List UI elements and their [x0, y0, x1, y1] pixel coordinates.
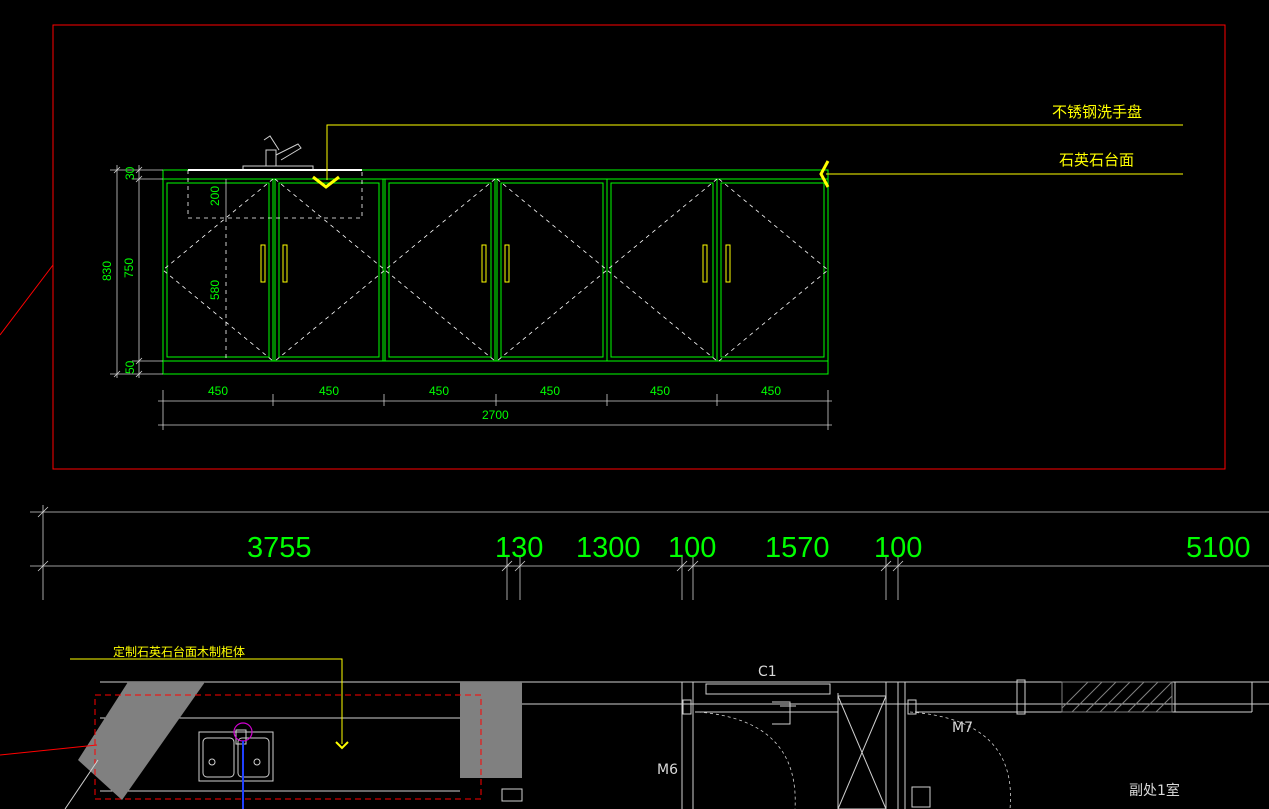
label-countertop: 石英石台面 — [1059, 151, 1134, 169]
plan-dim-1: 3755 — [247, 532, 312, 564]
dim-height-top: 30 — [123, 166, 137, 180]
sink-arrow-icon — [312, 175, 340, 189]
faucet-icon — [242, 135, 314, 171]
plan-dim-2: 130 — [495, 532, 543, 564]
dim-total-width: 2700 — [482, 408, 509, 422]
door-handles — [260, 244, 731, 283]
plan-dim-4: 100 — [668, 532, 716, 564]
label-sink: 不锈钢洗手盘 — [1052, 103, 1142, 121]
dim-width-4: 450 — [540, 384, 560, 398]
door-swing-lines — [162, 170, 829, 362]
dim-width-1: 450 — [208, 384, 228, 398]
plan-cabinet-label: 定制石英石台面木制柜体 — [113, 644, 245, 659]
plan-dimension-strip — [30, 505, 1269, 600]
red-construction-line — [0, 264, 54, 336]
door-label-m7: M7 — [952, 720, 973, 736]
plan-dim-5: 1570 — [765, 532, 830, 564]
dim-height-cabinet: 750 — [122, 258, 136, 278]
dim-width-3: 450 — [429, 384, 449, 398]
horizontal-dimensions — [158, 390, 832, 430]
dim-height-base: 50 — [123, 360, 137, 374]
plan-dim-7: 5100 — [1186, 532, 1251, 564]
window-label: C1 — [758, 664, 777, 680]
plan-dim-3: 1300 — [576, 532, 641, 564]
leader-lines — [326, 124, 1183, 180]
dim-width-2: 450 — [319, 384, 339, 398]
room-label: 副处1室 — [1129, 782, 1180, 799]
dim-height-total: 830 — [100, 261, 114, 281]
countertop-arrow-icon — [819, 160, 830, 188]
cabinet-elevation — [162, 169, 829, 375]
width-dim-labels: 450 450 450 450 450 450 — [208, 384, 781, 398]
door-label-m6: M6 — [657, 762, 678, 778]
dim-width-6: 450 — [761, 384, 781, 398]
dim-sink-below: 580 — [208, 280, 222, 300]
vertical-dimensions — [110, 165, 227, 378]
plan-dim-6: 100 — [874, 532, 922, 564]
elevation-frame — [52, 24, 1226, 470]
floor-plan — [0, 658, 1269, 809]
plan-leader — [70, 658, 343, 744]
dim-width-5: 450 — [650, 384, 670, 398]
plan-arrow-icon — [335, 741, 349, 750]
dim-sink-depth: 200 — [208, 186, 222, 206]
